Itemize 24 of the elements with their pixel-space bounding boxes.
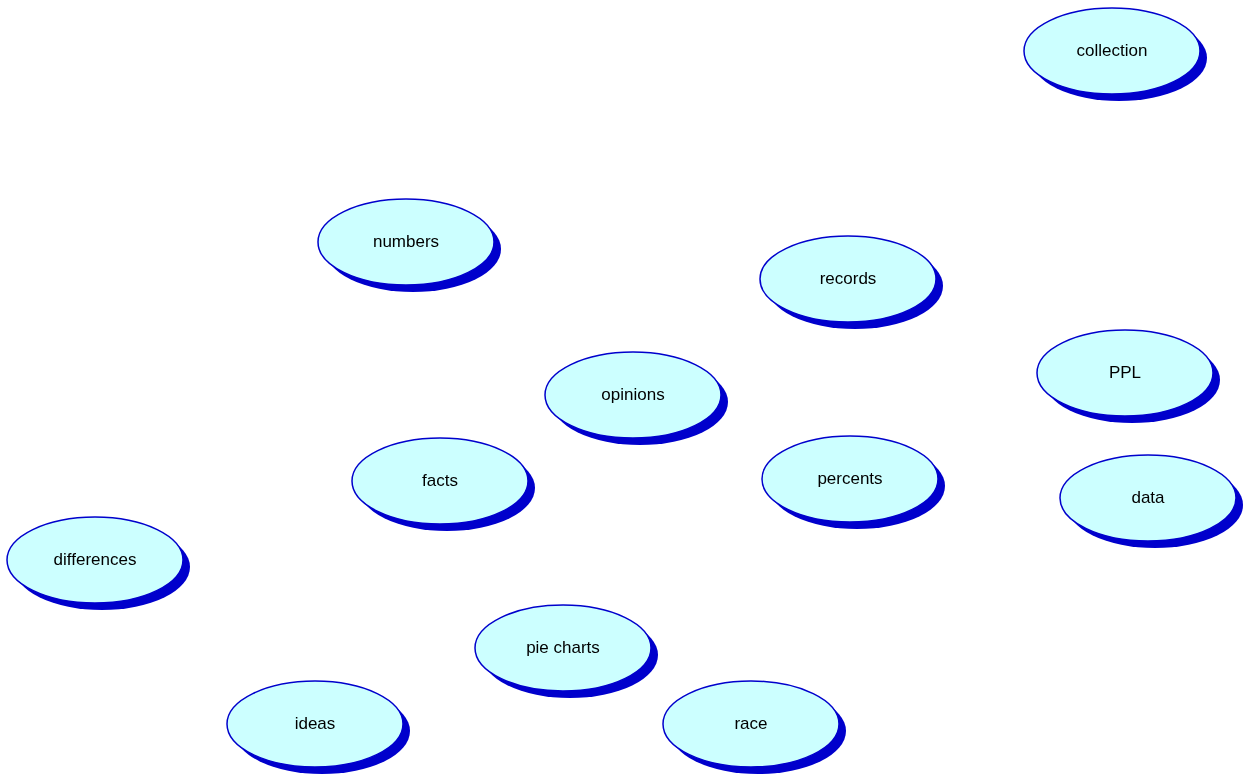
node-label: pie charts xyxy=(526,638,600,658)
ellipse-node xyxy=(1036,329,1222,425)
node-label: opinions xyxy=(601,385,665,405)
ellipse-node xyxy=(662,680,848,776)
ellipse-node xyxy=(226,680,412,776)
ellipse-node xyxy=(544,351,730,447)
ellipse-node xyxy=(6,516,192,612)
ellipse-node xyxy=(474,604,660,700)
node-label: race xyxy=(734,714,768,734)
node-label: PPL xyxy=(1108,363,1142,383)
ellipse-node xyxy=(1059,454,1245,550)
node-label: percents xyxy=(817,469,883,489)
node-label: facts xyxy=(422,471,458,491)
node-label: collection xyxy=(1076,41,1148,61)
ellipse-node xyxy=(317,198,503,294)
node-label: differences xyxy=(53,550,137,570)
ellipse-node xyxy=(761,435,947,531)
node-label: data xyxy=(1131,488,1165,508)
node-label: records xyxy=(819,269,877,289)
ellipse-node xyxy=(351,437,537,533)
node-label: ideas xyxy=(294,714,336,734)
ellipse-node xyxy=(1023,7,1209,103)
node-label: numbers xyxy=(372,232,440,252)
ellipse-node xyxy=(759,235,945,331)
